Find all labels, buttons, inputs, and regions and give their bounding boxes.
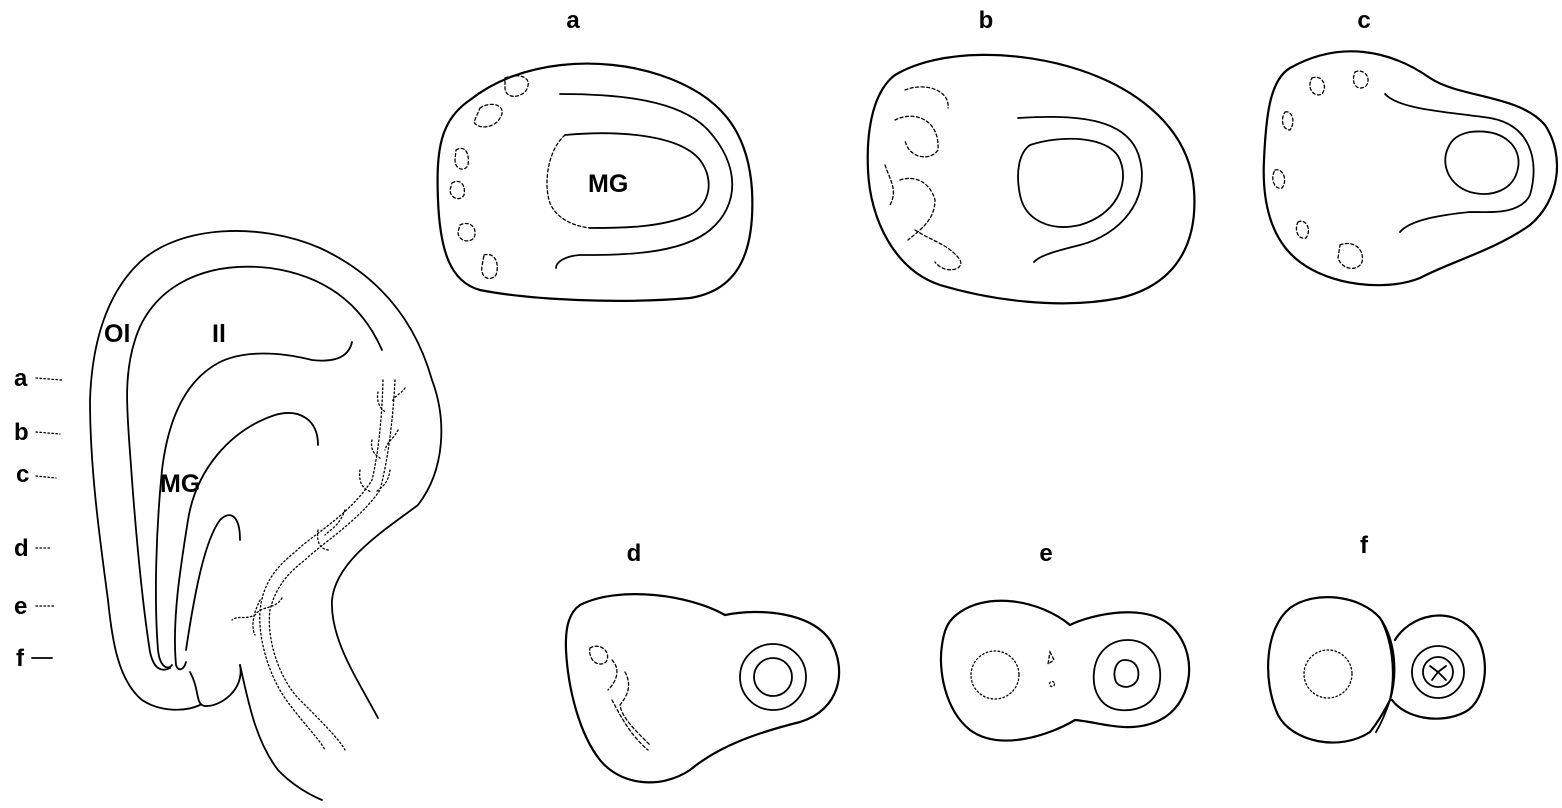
section-c-duct-1 — [1353, 71, 1368, 88]
panel-c-label: c — [1357, 7, 1370, 34]
section-b: b — [868, 7, 1195, 303]
section-c-duct-2 — [1310, 77, 1324, 95]
section-d-duct-1 — [590, 646, 608, 664]
section-d-ring-inner — [754, 658, 792, 696]
section-d-duct-2 — [608, 660, 617, 690]
section-d-duct-3 — [620, 672, 650, 745]
duct-main — [269, 380, 395, 750]
panel-b-label: b — [979, 7, 994, 34]
section-f: f — [1268, 532, 1485, 743]
section-b-duct-4 — [900, 178, 935, 240]
level-b-arrow — [36, 432, 60, 434]
section-a-duct-5 — [458, 223, 475, 240]
section-b-duct-2 — [895, 116, 938, 157]
level-b-label: b — [14, 419, 29, 446]
gland-pocket — [186, 515, 240, 650]
section-f-divider — [1376, 618, 1393, 732]
level-markers: a b c d e f — [14, 365, 62, 672]
section-b-duct-3 — [885, 165, 893, 205]
section-c-duct-4 — [1273, 170, 1285, 188]
level-c-label: c — [16, 461, 29, 488]
section-b-duct-1 — [905, 87, 948, 108]
section-c-outer — [1264, 51, 1557, 285]
section-a-gland-edge — [547, 135, 590, 228]
section-c-duct-3 — [1283, 112, 1293, 130]
section-a-duct-3 — [455, 148, 468, 169]
duct-branch-5 — [376, 470, 390, 492]
section-f-right-lobe — [1392, 616, 1485, 719]
section-a-duct-4 — [450, 181, 464, 198]
duct-branch-9 — [232, 598, 282, 620]
tip-lip — [190, 665, 241, 706]
outer-layer-boundary — [127, 267, 382, 670]
gland-label: MG — [160, 470, 200, 498]
section-f-dotted-circle — [1304, 650, 1352, 698]
outer-layer-label: Ol — [104, 320, 130, 348]
duct-branch-10 — [253, 600, 260, 635]
section-e-ring-outer — [1094, 640, 1161, 710]
section-c-ring-inner — [1445, 131, 1518, 193]
section-d: d — [566, 540, 839, 782]
section-e-outer — [941, 601, 1189, 741]
panel-f-label: f — [1360, 532, 1369, 559]
panel-a-label: a — [566, 7, 580, 34]
panel-e-label: e — [1039, 540, 1052, 567]
duct-branch-6 — [360, 470, 372, 492]
level-a-arrow — [36, 378, 62, 380]
section-b-duct-5 — [915, 230, 961, 270]
section-a-duct-2 — [474, 104, 502, 127]
section-e-dotted-circle — [971, 651, 1019, 699]
section-a-ring-outer — [556, 94, 732, 268]
inner-layer-label: Il — [212, 320, 226, 348]
level-c-arrow — [36, 476, 56, 478]
section-c-ring-outer — [1385, 94, 1534, 232]
section-c-duct-5 — [1296, 221, 1308, 238]
section-e-mark-1 — [1048, 652, 1054, 664]
longitudinal-section: Ol Il MG a b c d e f — [14, 231, 441, 800]
section-e-ring-inner — [1114, 660, 1138, 687]
level-a-label: a — [14, 365, 28, 392]
section-d-ring-outer — [740, 644, 806, 710]
duct-branch-4 — [372, 440, 380, 458]
section-c: c — [1264, 7, 1557, 285]
section-d-outer — [566, 594, 839, 782]
section-a-duct-6 — [482, 254, 498, 278]
section-e: e — [941, 540, 1189, 741]
section-c-duct-6 — [1338, 244, 1362, 269]
section-a-ring-inner — [565, 133, 709, 228]
section-e-mark-2 — [1050, 682, 1055, 687]
level-d-label: d — [14, 535, 29, 562]
section-f-left-lobe — [1268, 597, 1394, 742]
section-a-gland-label: MG — [588, 170, 628, 198]
lower-contour — [240, 665, 322, 800]
level-f-label: f — [16, 645, 25, 672]
duct-branch-3 — [385, 430, 398, 450]
section-b-ring-inner — [1018, 139, 1123, 227]
panel-d-label: d — [627, 540, 642, 567]
gland-inner-line — [175, 413, 318, 669]
section-a: a MG — [438, 7, 753, 301]
level-e-label: e — [14, 593, 27, 620]
section-f-lumen — [1430, 666, 1446, 680]
